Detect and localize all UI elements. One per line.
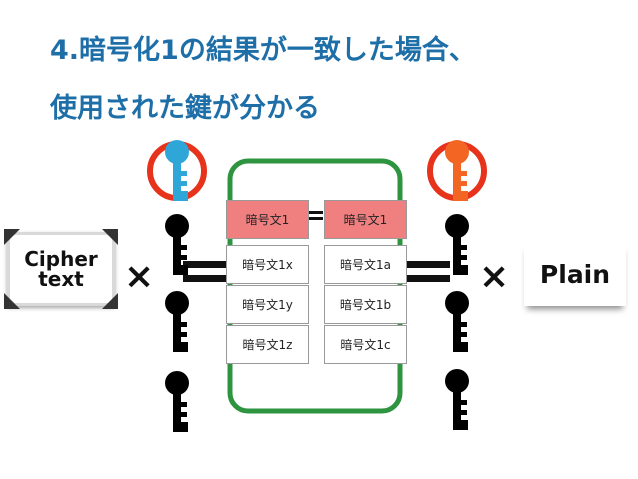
key-icon [445, 369, 469, 430]
plaintext-label: Plain [539, 259, 611, 289]
key-icon [445, 214, 469, 275]
title-line-1: 4.暗号化1の結果が一致した場合、 [50, 35, 476, 66]
plaintext-tile: Plain [524, 242, 626, 306]
ciphertext-label-line-2: text [38, 267, 84, 291]
left-cell: 暗号文1x [226, 245, 309, 284]
times-operator-right: × [479, 256, 510, 297]
title-line-2: 使用された鍵が分かる [50, 93, 320, 124]
match-equals-sign [309, 211, 323, 220]
ciphertext-tile-corners [4, 229, 118, 309]
ciphertext-tile: Cipher text [7, 232, 115, 306]
times-operator-left: × [124, 256, 155, 297]
key-icon [165, 291, 189, 352]
left-cell: 暗号文1z [226, 325, 309, 364]
equals-sign-right [406, 261, 450, 282]
right-cell: 暗号文1c [324, 325, 407, 364]
key-icon [165, 214, 189, 275]
matched-key-ring-right [427, 140, 487, 201]
matched-key-ring-left [147, 140, 207, 201]
right-cell: 暗号文1a [324, 245, 407, 284]
key-icon [445, 291, 469, 352]
key-icon [165, 371, 189, 432]
right-cell: 暗号文1b [324, 285, 407, 324]
left-cell-match: 暗号文1 [226, 200, 309, 239]
equals-sign-left [183, 261, 227, 282]
left-cell: 暗号文1y [226, 285, 309, 324]
ciphertext-label-line-1: Cipher [24, 247, 98, 271]
right-cell-match: 暗号文1 [324, 200, 407, 239]
